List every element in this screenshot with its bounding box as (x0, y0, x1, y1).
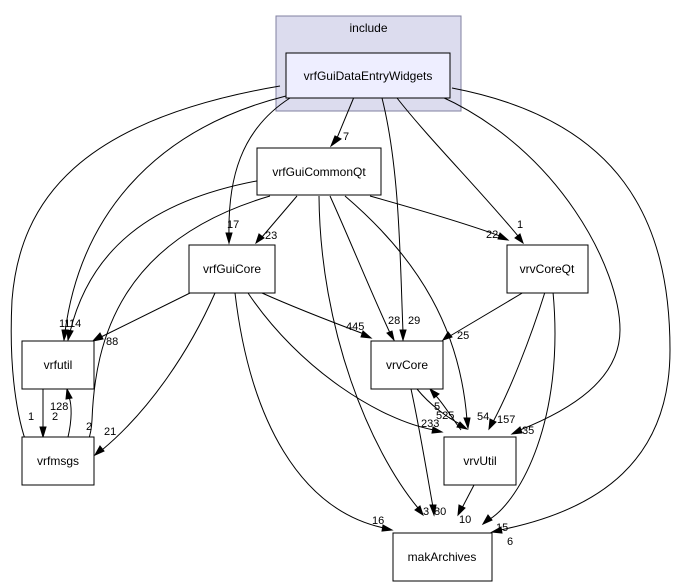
node-box (285, 52, 451, 99)
edge-label-dew-mak: 6 (507, 536, 513, 548)
edge-label-commonqt-vrvcoreqt: 22 (486, 229, 498, 241)
edge-guicore-vrfutil: 88 (91, 292, 191, 348)
node-label: vrvCore (386, 358, 428, 372)
edge-dew-mak: 6 (451, 87, 671, 548)
node-vrfGuiDataEntryWidgets[interactable]: vrfGuiDataEntryWidgets (285, 52, 451, 99)
edge-label-vrvcoreqt-mak: 15 (496, 522, 508, 534)
edge-label-vrvutil-vrvcore: 5 (434, 401, 440, 413)
edge-label-commonqt-vrvcore: 28 (388, 315, 400, 327)
edge-label-guicore-vrfutil: 88 (106, 336, 118, 348)
node-label: vrfmsgs (37, 454, 79, 468)
node-vrfutil[interactable]: vrfutil (21, 340, 95, 390)
edge-dew-vrfutil: 11 (59, 95, 287, 342)
node-label: vrfGuiCore (203, 262, 261, 276)
edge-guicore-vrvcore: 445 (261, 292, 373, 339)
edge-label-dew-vrvutil: 35 (522, 425, 534, 437)
edge-dew-vrvcoreqt: 1 (396, 97, 524, 245)
cluster-label: include (349, 21, 387, 35)
edge-dew-vrvcore: 29 (381, 97, 420, 342)
edge-label-guicore-vrvutil: 233 (421, 418, 439, 430)
edge-label-dew-guicore: 17 (227, 219, 239, 231)
edge-vrvutil-vrvcore: 5 (428, 387, 462, 431)
edge-label-vrvcore-vrvutil: 525 (436, 410, 454, 422)
edge-label-vrvcoreqt-vrvcore: 25 (457, 330, 469, 342)
node-label: vrfGuiDataEntryWidgets (304, 69, 433, 83)
edge-guicore-vrvutil: 233 (247, 292, 444, 434)
node-vrfmsgs[interactable]: vrfmsgs (21, 436, 95, 486)
node-box (21, 340, 95, 390)
edge-label-commonqt-vrvutil: 54 (477, 411, 489, 423)
edge-commonqt-vrvutil: 54 (344, 195, 489, 430)
edge-label-dew-vrvcore: 29 (408, 315, 420, 327)
edge-label-vrfutil-vrfmsgs: 2 (52, 411, 58, 423)
edge-dew-vrvutil: 35 (439, 95, 621, 437)
edge-vrvutil-mak: 10 (457, 484, 475, 526)
edge-label-commonqt-vrfmsgs: 2 (86, 421, 92, 433)
node-label: vrfutil (44, 358, 73, 372)
node-vrfGuiCore[interactable]: vrfGuiCore (188, 244, 276, 294)
edge-label-commonqt-guicore: 23 (265, 230, 277, 242)
edge-label-dew-vrvcoreqt: 1 (517, 219, 523, 231)
edge-label-vrvutil-mak: 10 (459, 514, 471, 526)
node-box (21, 436, 95, 486)
node-box (370, 340, 444, 390)
node-box (443, 436, 517, 486)
node-box (188, 244, 276, 294)
node-label: makArchives (408, 550, 477, 564)
edge-label-commonqt-mak: 3 (423, 506, 429, 518)
edge-label-guicore-vrfmsgs: 21 (104, 426, 116, 438)
edge-label-dew-vrfutil: 11 (59, 318, 70, 330)
node-label: vrfGuiCommonQt (272, 165, 366, 179)
edge-label-guicore-vrvcore: 445 (346, 321, 364, 333)
edge-vrvcoreqt-vrvutil: 157 (488, 291, 546, 431)
edge-commonqt-vrvcore: 28 (329, 195, 400, 342)
edge-label-guicore-mak: 16 (372, 515, 384, 527)
edge-vrvcore-vrvutil: 525 (416, 388, 469, 430)
edge-label-dew-commonqt: 7 (343, 131, 349, 143)
edge-vrvcore-mak: 80 (410, 388, 446, 518)
edge-vrvcoreqt-vrvcore: 25 (441, 291, 525, 342)
node-label: vrvCoreQt (520, 262, 575, 276)
edge-label-vrvcoreqt-vrvutil: 157 (497, 414, 515, 426)
edge-vrfutil-vrfmsgs: 2 (39, 389, 58, 439)
edge-commonqt-mak: 3 (318, 195, 429, 518)
edge-vrfmsgs-vrfutil: 128 (50, 387, 73, 438)
edge-label-vrvcore-mak: 80 (434, 506, 446, 518)
edge-label-vrfmsgs-vrfutil: 128 (50, 401, 68, 413)
node-box (256, 147, 382, 196)
edge-label-dew-vrfmsgs: 1 (28, 411, 34, 423)
edge-dew-commonqt: 7 (329, 96, 355, 148)
edge-vrvcoreqt-mak: 15 (481, 291, 556, 534)
edge-guicore-mak: 16 (234, 292, 394, 532)
edge-label-commonqt-vrfutil: 14 (69, 318, 81, 330)
edge-guicore-vrfmsgs: 21 (93, 292, 216, 457)
node-vrfGuiCommonQt[interactable]: vrfGuiCommonQt (256, 147, 382, 196)
node-makArchives[interactable]: makArchives (392, 532, 493, 582)
edge-commonqt-vrvcoreqt: 22 (369, 195, 510, 241)
edge-commonqt-guicore: 23 (255, 195, 298, 245)
node-box (392, 532, 493, 582)
node-vrvCore[interactable]: vrvCore (370, 340, 444, 390)
node-label: vrvUtil (463, 454, 496, 468)
edge-commonqt-vrfutil: 14 (66, 179, 263, 342)
node-vrvUtil[interactable]: vrvUtil (443, 436, 517, 486)
node-vrvCoreQt[interactable]: vrvCoreQt (506, 244, 589, 294)
node-box (506, 244, 589, 294)
edge-dew-guicore: 17 (225, 97, 291, 245)
